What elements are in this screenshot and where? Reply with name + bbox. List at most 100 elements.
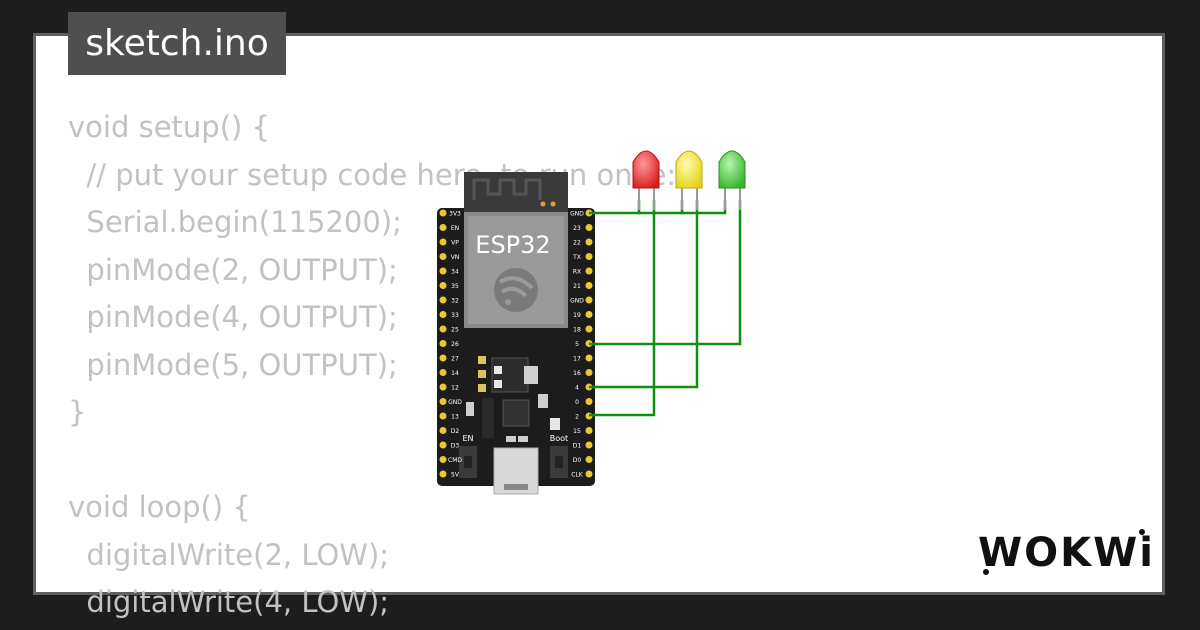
wokwi-logo-text: WOKWi bbox=[978, 530, 1155, 576]
pin-pad[interactable] bbox=[585, 224, 593, 231]
pin-pad[interactable] bbox=[585, 369, 593, 376]
pin-pad[interactable] bbox=[439, 282, 447, 289]
pin-label: RX bbox=[573, 269, 581, 276]
pin-pad[interactable] bbox=[439, 238, 447, 246]
pin-pad[interactable] bbox=[439, 369, 447, 376]
pin-pad[interactable] bbox=[439, 470, 447, 478]
chip-label: ESP32 bbox=[475, 231, 550, 259]
pin-pad[interactable] bbox=[439, 267, 447, 275]
pin-label: D3 bbox=[451, 443, 460, 450]
pin-label: 12 bbox=[451, 385, 459, 392]
pin-label: D2 bbox=[451, 428, 460, 435]
pin-label: GND bbox=[570, 298, 584, 305]
pin-pad[interactable] bbox=[585, 441, 593, 449]
pin-pad[interactable] bbox=[585, 427, 593, 434]
pin-label: 16 bbox=[573, 370, 581, 377]
pin-label: 14 bbox=[451, 370, 459, 377]
pin-label: VN bbox=[451, 254, 460, 261]
pin-label: 22 bbox=[573, 240, 581, 247]
pin-label: 0 bbox=[575, 399, 579, 406]
pin-label: VP bbox=[451, 240, 459, 247]
pin-label: EN bbox=[451, 225, 459, 232]
pin-label: 4 bbox=[575, 385, 579, 392]
pin-label: 5V bbox=[451, 472, 460, 479]
en-label: EN bbox=[462, 434, 473, 443]
pin-pad[interactable] bbox=[439, 427, 447, 434]
code-line: Serial.begin(115200); bbox=[68, 205, 402, 239]
pin-pad[interactable] bbox=[439, 311, 447, 318]
pin-pad[interactable] bbox=[585, 456, 593, 463]
pin-pad[interactable] bbox=[439, 325, 447, 333]
pin-label: D1 bbox=[573, 443, 582, 450]
pin-label: 27 bbox=[451, 356, 459, 363]
pin-label: 26 bbox=[451, 341, 459, 348]
led-green[interactable] bbox=[718, 150, 746, 210]
pin-pad[interactable] bbox=[585, 282, 593, 289]
pin-pad[interactable] bbox=[439, 441, 447, 449]
wire-pin4 bbox=[589, 200, 699, 389]
pin-label: 21 bbox=[573, 283, 581, 290]
pin-pad[interactable] bbox=[585, 470, 593, 478]
wire-gnd bbox=[589, 200, 641, 215]
pin-label: GND bbox=[570, 211, 584, 218]
pin-pad[interactable] bbox=[585, 267, 593, 275]
code-text: void setup() { // put your setup code he… bbox=[68, 104, 676, 627]
usb-port bbox=[493, 447, 539, 495]
pin-pad[interactable] bbox=[439, 412, 447, 420]
pin-pad[interactable] bbox=[585, 296, 593, 304]
filename-tab[interactable]: sketch.ino bbox=[68, 12, 286, 75]
pin-pad[interactable] bbox=[439, 296, 447, 304]
wire-gnd-yellow bbox=[639, 200, 684, 215]
wires bbox=[589, 200, 742, 417]
pin-pad[interactable] bbox=[585, 238, 593, 246]
code-line: void setup() { bbox=[68, 110, 270, 144]
pin-label: TX bbox=[572, 254, 581, 261]
pin-label: 35 bbox=[451, 283, 459, 290]
usb-chip bbox=[502, 399, 530, 427]
pin-label: 17 bbox=[573, 356, 581, 363]
pin-pad[interactable] bbox=[439, 224, 447, 231]
pin-label: 23 bbox=[573, 225, 581, 232]
code-line: digitalWrite(4, LOW); bbox=[68, 585, 390, 619]
boot-label: Boot bbox=[550, 434, 568, 443]
pin-label: 15 bbox=[573, 428, 581, 435]
wire-pin5 bbox=[589, 200, 742, 346]
espressif-logo-icon bbox=[494, 268, 538, 312]
pin-pad[interactable] bbox=[439, 209, 447, 217]
pin-pad[interactable] bbox=[439, 398, 447, 405]
pin-label: 18 bbox=[573, 327, 581, 334]
pin-label: 5 bbox=[575, 341, 579, 348]
led-yellow[interactable] bbox=[675, 150, 703, 210]
pin-label: 34 bbox=[451, 269, 459, 276]
pin-label: 3V3 bbox=[449, 211, 461, 218]
smd-component bbox=[524, 366, 538, 384]
pin-pad[interactable] bbox=[585, 311, 593, 318]
pin-label: 33 bbox=[451, 312, 459, 319]
wokwi-logo: WOKWi bbox=[978, 529, 1155, 576]
pin-pad[interactable] bbox=[439, 456, 447, 463]
pin-pad[interactable] bbox=[585, 325, 593, 333]
code-line: digitalWrite(2, LOW); bbox=[68, 537, 390, 572]
code-line: pinMode(4, OUTPUT); bbox=[68, 300, 398, 334]
pin-pad[interactable] bbox=[585, 398, 593, 405]
pin-pad[interactable] bbox=[439, 354, 447, 362]
pin-pad[interactable] bbox=[439, 340, 447, 347]
pin-pad[interactable] bbox=[585, 354, 593, 362]
code-preview-panel: void setup() { // put your setup code he… bbox=[33, 33, 1165, 619]
pin-pad[interactable] bbox=[439, 383, 447, 391]
wire-pin2 bbox=[589, 200, 656, 417]
led-red[interactable] bbox=[632, 150, 660, 210]
pin-label: 25 bbox=[451, 327, 459, 334]
pin-label: GND bbox=[448, 399, 462, 406]
pin-label: CMD bbox=[448, 457, 462, 464]
pin-label: 32 bbox=[451, 298, 459, 305]
pin-label: D0 bbox=[573, 457, 582, 464]
pin-pad[interactable] bbox=[439, 253, 447, 260]
pin-pad[interactable] bbox=[585, 253, 593, 260]
antenna-trace bbox=[472, 178, 542, 200]
pin-label: 13 bbox=[451, 414, 459, 421]
pin-label: CLK bbox=[571, 472, 584, 479]
